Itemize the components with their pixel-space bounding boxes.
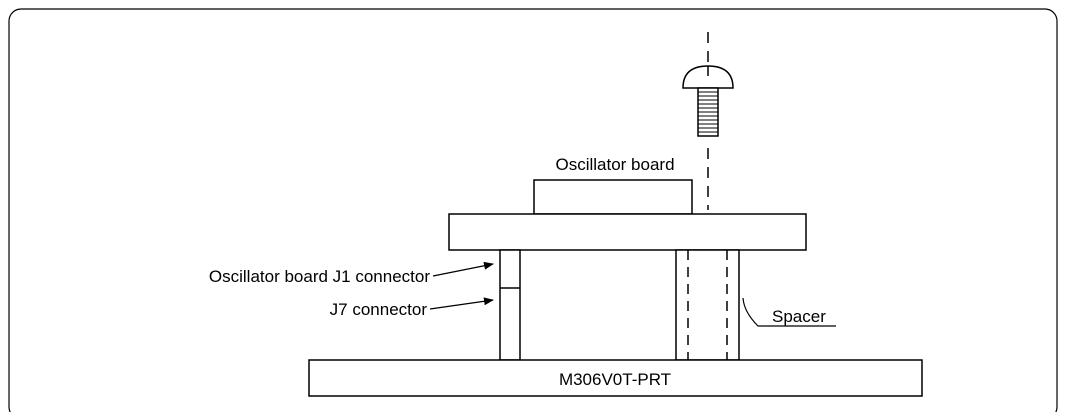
upper-board (448, 213, 807, 251)
oscillator-board (533, 179, 693, 215)
outer-frame (8, 8, 1058, 417)
connector-column (499, 249, 521, 361)
j7-connector-label: J7 connector (330, 300, 428, 319)
base-board-label: M306V0T-PRT (559, 370, 671, 389)
j1-connector-arrow (432, 261, 494, 277)
spacer-label: Spacer (772, 307, 826, 326)
j7-connector-arrow (429, 297, 494, 310)
screw-icon (682, 65, 734, 137)
base-board (308, 359, 923, 397)
spacer (675, 249, 740, 361)
spacer-leader-line (742, 297, 766, 327)
j1-connector-label: Oscillator board J1 connector (209, 267, 430, 286)
oscillator-board-label: Oscillator board (555, 155, 674, 174)
